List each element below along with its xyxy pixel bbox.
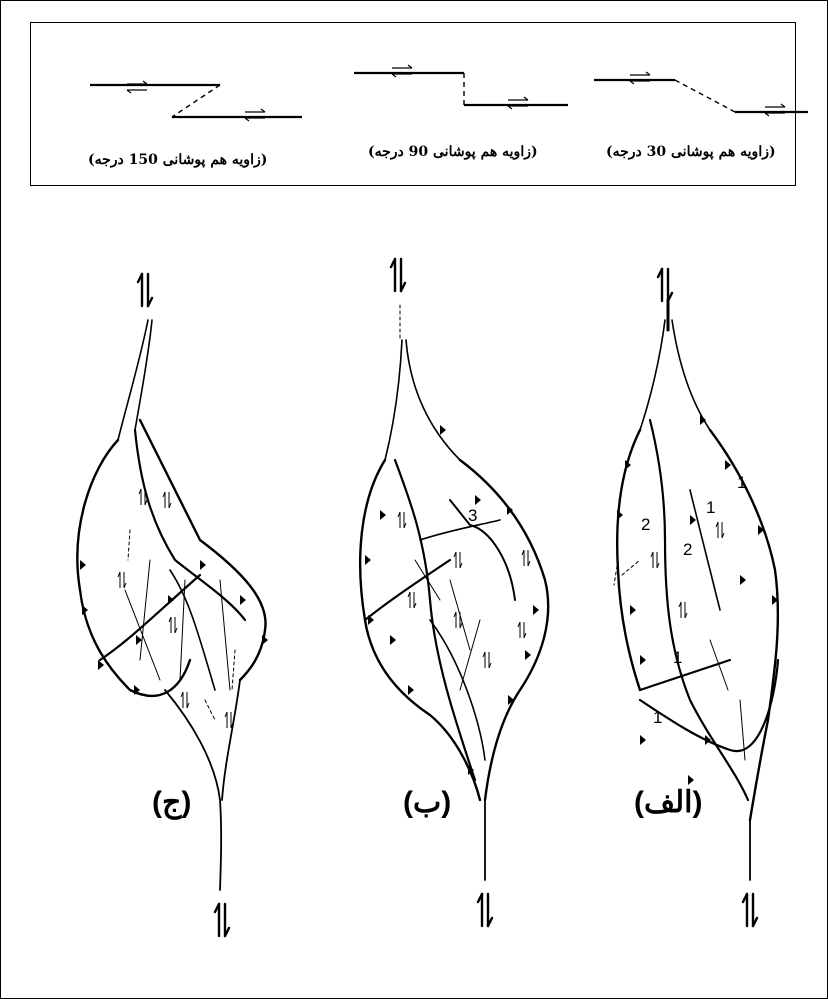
right-number-2b: 2	[683, 540, 692, 559]
legend-schematic-150	[90, 81, 302, 121]
right-number-1a: 1	[737, 473, 746, 492]
fault-map-right	[614, 269, 778, 926]
right-teeth	[617, 415, 778, 785]
middle-number-3: 3	[468, 506, 477, 525]
right-shear-marks	[651, 522, 724, 618]
legend-schematic-90	[354, 65, 568, 109]
fault-map-left	[77, 274, 265, 936]
middle-shear-marks	[398, 512, 530, 668]
legend-schematic-30	[594, 72, 808, 116]
left-teeth	[80, 560, 268, 695]
right-number-1c: 1	[673, 648, 682, 667]
right-number-1b: 1	[706, 498, 715, 517]
right-number-2a: 2	[641, 515, 650, 534]
right-number-1d: 1	[653, 708, 662, 727]
fault-map-middle	[360, 259, 548, 926]
